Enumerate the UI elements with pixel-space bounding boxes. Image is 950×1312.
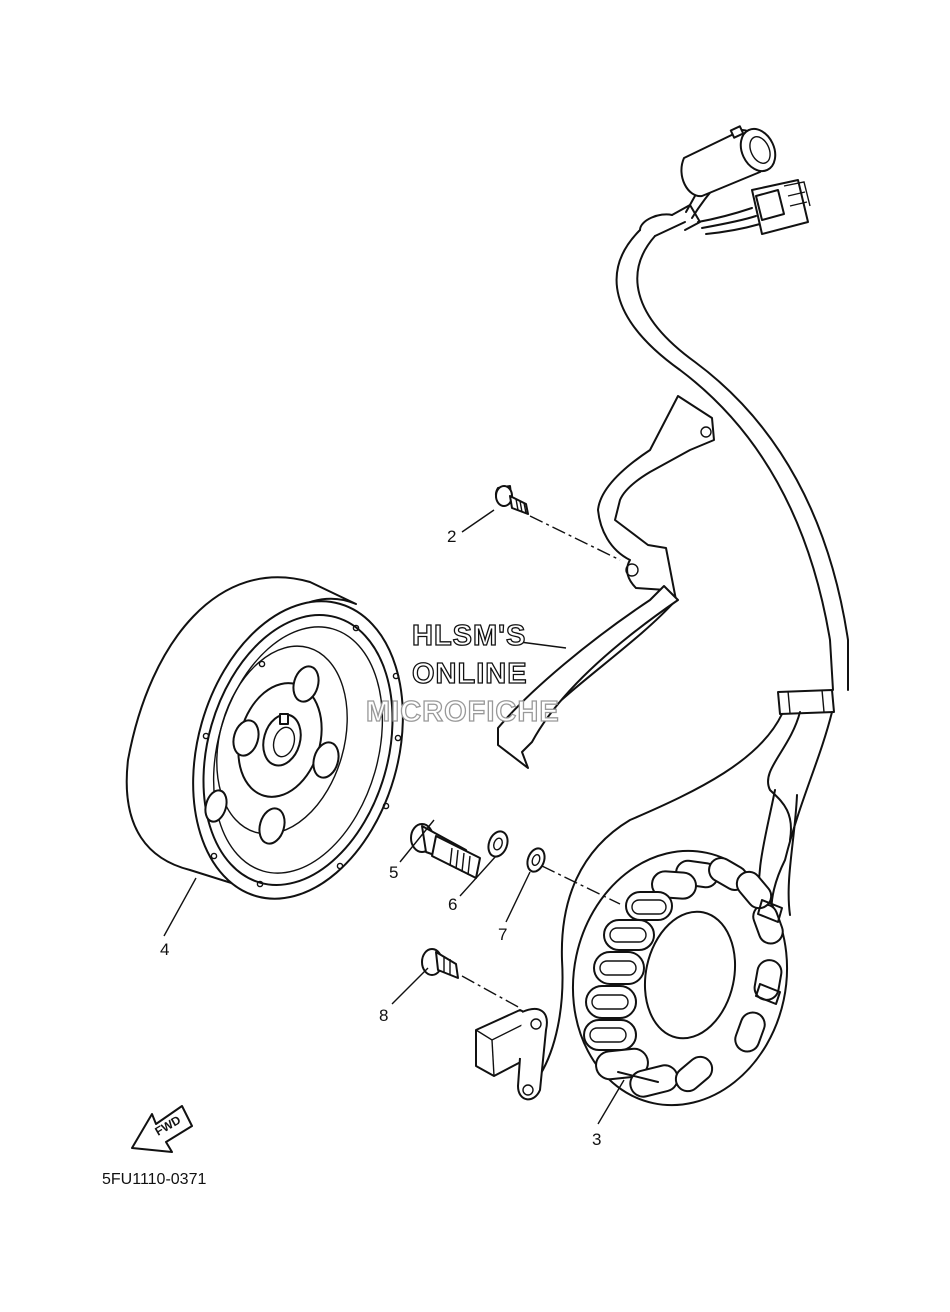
coupler-connector (697, 179, 811, 235)
round-connector (639, 125, 777, 237)
leader-lines (163, 509, 625, 1125)
washer-part-7 (526, 847, 546, 873)
callout-2: 2 (447, 527, 456, 546)
callout-6: 6 (448, 895, 457, 914)
watermark-line-3: MICROFICHE (366, 696, 560, 728)
fwd-arrow-icon: FWD (131, 1105, 193, 1153)
bolt-part-5 (410, 823, 481, 879)
wire-clamp-bracket (497, 395, 715, 769)
callout-4: 4 (160, 940, 169, 959)
watermark: HLSM'S ONLINE MICROFICHE (365, 619, 560, 728)
stator-assembly (571, 849, 789, 1107)
watermark-line-2: ONLINE (412, 658, 528, 690)
rotor-flywheel (125, 576, 404, 900)
pickup-coil (475, 1007, 548, 1101)
screw-part-8 (421, 948, 459, 979)
callout-3: 3 (592, 1130, 601, 1149)
callout-7: 7 (498, 925, 507, 944)
diagram-code: 5FU1110-0371 (102, 1171, 206, 1188)
callout-8: 8 (379, 1006, 388, 1025)
callout-5: 5 (389, 863, 398, 882)
wire-harness (539, 229, 849, 1076)
watermark-line-1: HLSM'S (412, 620, 526, 652)
bolt-part-2 (495, 485, 529, 515)
washer-part-6 (487, 830, 509, 858)
